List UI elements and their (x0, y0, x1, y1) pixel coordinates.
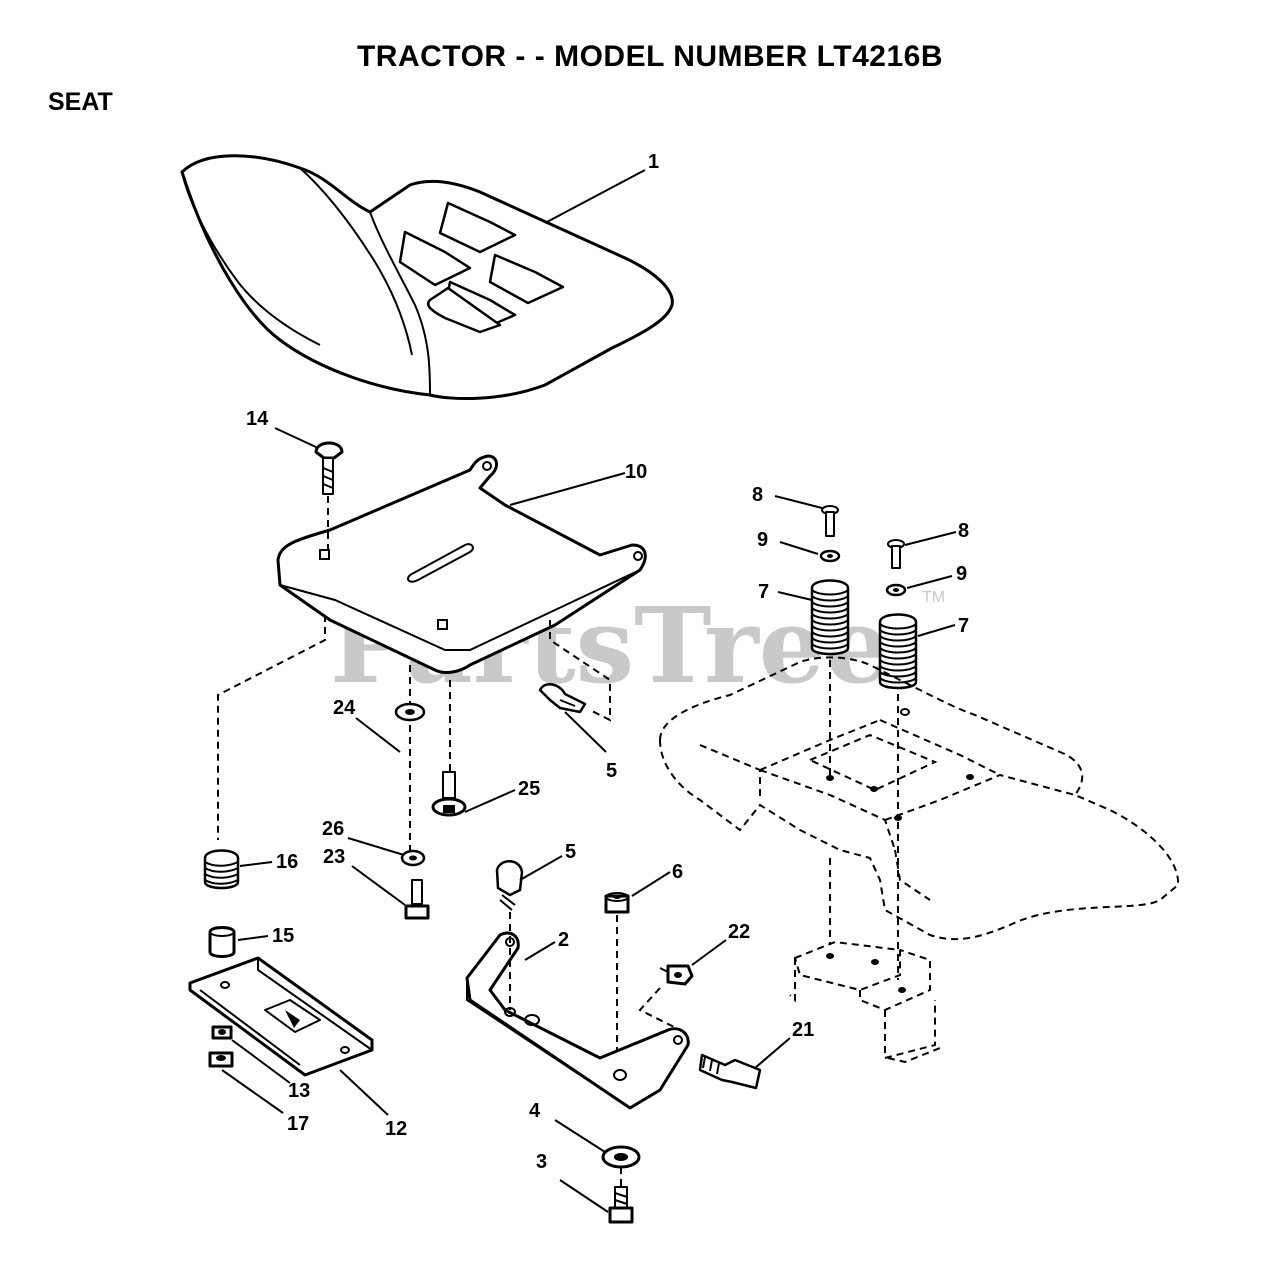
callout-5-upper: 5 (606, 760, 617, 782)
spring-coil (811, 589, 849, 596)
spring-coil (811, 601, 849, 608)
part-spring-7-left[interactable] (810, 579, 850, 656)
spring-coil (811, 631, 849, 638)
section-title: SEAT (48, 88, 113, 116)
part-spring-16[interactable] (203, 849, 240, 890)
part-hex-bolt-23[interactable] (404, 879, 430, 920)
part-bracket-2[interactable] (465, 931, 690, 1110)
callout-22: 22 (728, 921, 750, 943)
part-shoulder-bolt-25[interactable] (431, 771, 467, 817)
watermark-trademark: TM (922, 589, 945, 606)
callout-13: 13 (288, 1080, 310, 1102)
callout-9-right: 9 (956, 563, 967, 585)
spring-coil (879, 635, 917, 642)
callout-4: 4 (529, 1100, 541, 1122)
mount-bracket-outline (789, 822, 941, 1064)
part-washer-24[interactable] (394, 702, 426, 722)
spring-coil (879, 647, 917, 654)
part-bushing-15[interactable] (208, 926, 236, 958)
spring-coil (811, 637, 849, 644)
callout-21: 21 (792, 1019, 814, 1041)
part-nut-17[interactable] (208, 1051, 234, 1068)
callout-9-left: 9 (757, 529, 768, 551)
part-lock-washer-26[interactable] (400, 849, 426, 867)
part-carriage-bolt[interactable] (314, 441, 344, 495)
callout-5-lower: 5 (565, 841, 576, 863)
callout-8-left: 8 (752, 484, 763, 506)
callout-23: 23 (323, 846, 345, 868)
spring-coil (811, 613, 849, 620)
callout-14: 14 (246, 408, 269, 430)
part-shoulder-bolt-21[interactable] (698, 1053, 762, 1090)
spring-coil (811, 643, 849, 650)
spring-coil (879, 653, 917, 660)
spring-coil (811, 595, 849, 602)
part-bolt-8-left[interactable] (821, 505, 839, 537)
callout-8-right: 8 (958, 520, 969, 542)
callout-26: 26 (322, 818, 344, 840)
callout-12: 12 (385, 1118, 407, 1140)
spring-coil (879, 623, 917, 630)
callout-24: 24 (333, 697, 356, 719)
spring-coil (879, 665, 917, 672)
part-washer-9-right[interactable] (885, 583, 907, 597)
callout-3: 3 (536, 1151, 547, 1173)
callout-7-left: 7 (758, 581, 769, 603)
spring-coil (879, 677, 917, 684)
spring-coil (879, 671, 917, 678)
part-seat[interactable] (180, 154, 674, 400)
fender-outline (658, 656, 1180, 941)
part-washer-9-left[interactable] (819, 549, 841, 563)
callout-16: 16 (276, 851, 298, 873)
spring-coil (879, 659, 917, 666)
callout-10: 10 (625, 461, 647, 483)
callout-17: 17 (287, 1113, 309, 1135)
part-washer-4[interactable] (601, 1145, 641, 1169)
part-plate-12[interactable] (188, 956, 374, 1077)
page-title: TRACTOR - - MODEL NUMBER LT4216B (356, 40, 944, 73)
callout-2: 2 (558, 929, 569, 951)
spring-coil (811, 607, 849, 614)
spring-coil (879, 641, 917, 648)
part-seat-pan[interactable] (276, 454, 647, 674)
callout-15: 15 (272, 925, 294, 947)
part-nut-6[interactable] (604, 892, 630, 914)
part-nut-22[interactable] (659, 964, 694, 986)
spring-coil (811, 619, 849, 626)
part-bolt-8-right[interactable] (887, 539, 905, 569)
spring-coil (879, 629, 917, 636)
part-clip-5-upper[interactable] (538, 682, 587, 714)
part-spring-7-right[interactable] (878, 613, 918, 690)
callout-7-right: 7 (958, 615, 969, 637)
part-nut-13[interactable] (211, 1025, 233, 1040)
part-bolt-3[interactable] (608, 1186, 634, 1224)
spring-coil (811, 625, 849, 632)
part-clip-5-lower[interactable] (495, 860, 524, 911)
callout-6: 6 (672, 861, 683, 883)
callout-1: 1 (648, 151, 659, 173)
callout-25: 25 (518, 778, 540, 800)
